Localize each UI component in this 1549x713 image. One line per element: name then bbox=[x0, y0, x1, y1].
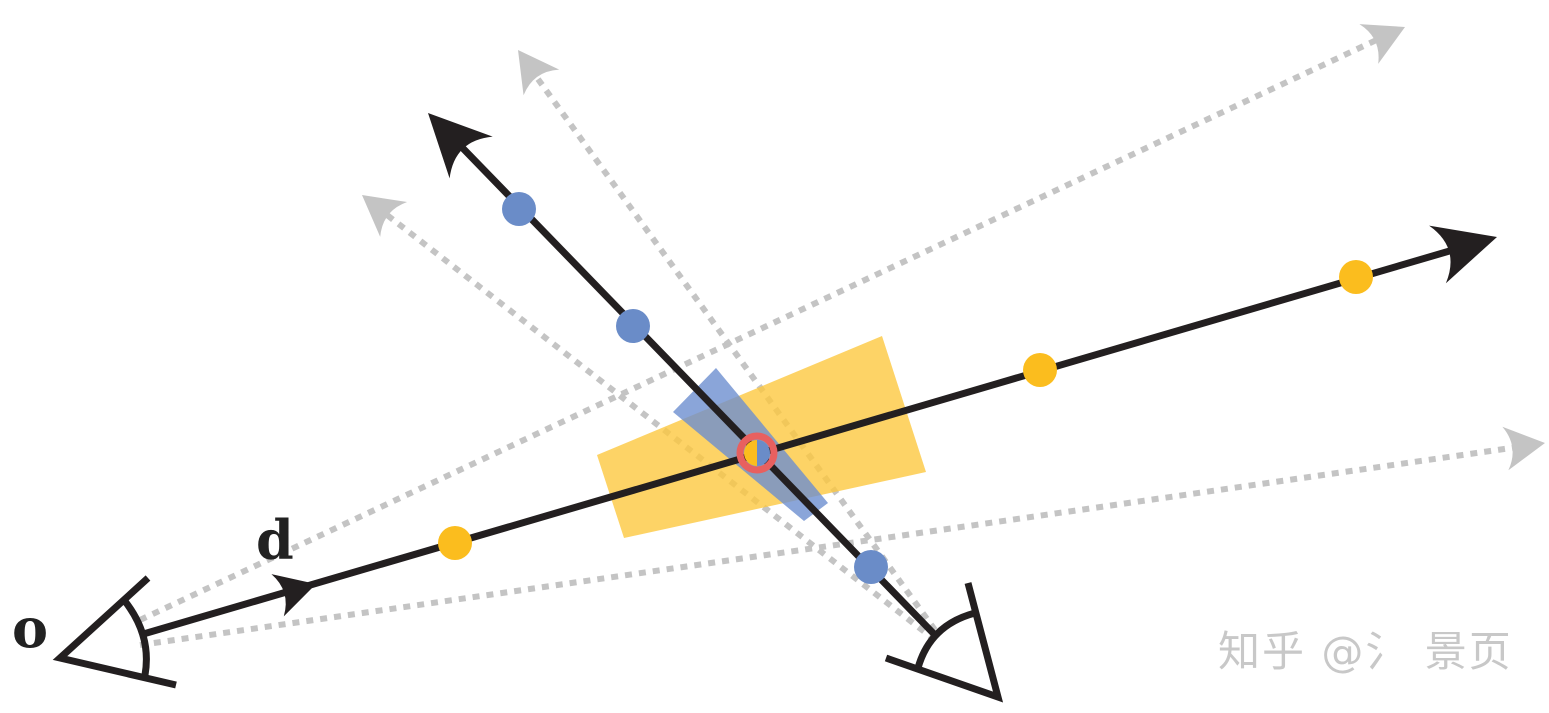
intersection-point bbox=[736, 432, 778, 474]
dotted-ray bbox=[138, 33, 1387, 623]
dotted-ray bbox=[376, 205, 937, 643]
origin-label: o bbox=[12, 596, 49, 660]
watermark: 知乎 @氵 景页 bbox=[1218, 627, 1513, 676]
primary-ray bbox=[139, 241, 1471, 639]
direction-label: d bbox=[256, 508, 294, 572]
dotted-arrowhead-icon bbox=[500, 37, 560, 96]
yellow-sample-point bbox=[1023, 353, 1057, 387]
blue-sample-point bbox=[502, 192, 536, 226]
camera-2-icon bbox=[884, 582, 1004, 703]
dotted-arrowhead-icon bbox=[348, 177, 408, 237]
dotted-ray bbox=[139, 443, 1526, 648]
dotted-ray bbox=[527, 66, 938, 632]
camera-2-fov-arc bbox=[914, 609, 976, 670]
dotted-rays bbox=[138, 33, 1526, 648]
camera-o-fov-arc bbox=[121, 597, 150, 676]
yellow-sample-point bbox=[438, 526, 472, 560]
blue-sample-point bbox=[854, 550, 888, 584]
yellow-sample-point bbox=[1339, 260, 1373, 294]
arrowhead-icon bbox=[1429, 208, 1506, 284]
blue-sample-point bbox=[616, 309, 650, 343]
dotted-arrowhead-icon bbox=[1359, 7, 1415, 64]
dotted-arrowhead-icon bbox=[1502, 421, 1549, 471]
camera-o-icon bbox=[52, 575, 177, 689]
